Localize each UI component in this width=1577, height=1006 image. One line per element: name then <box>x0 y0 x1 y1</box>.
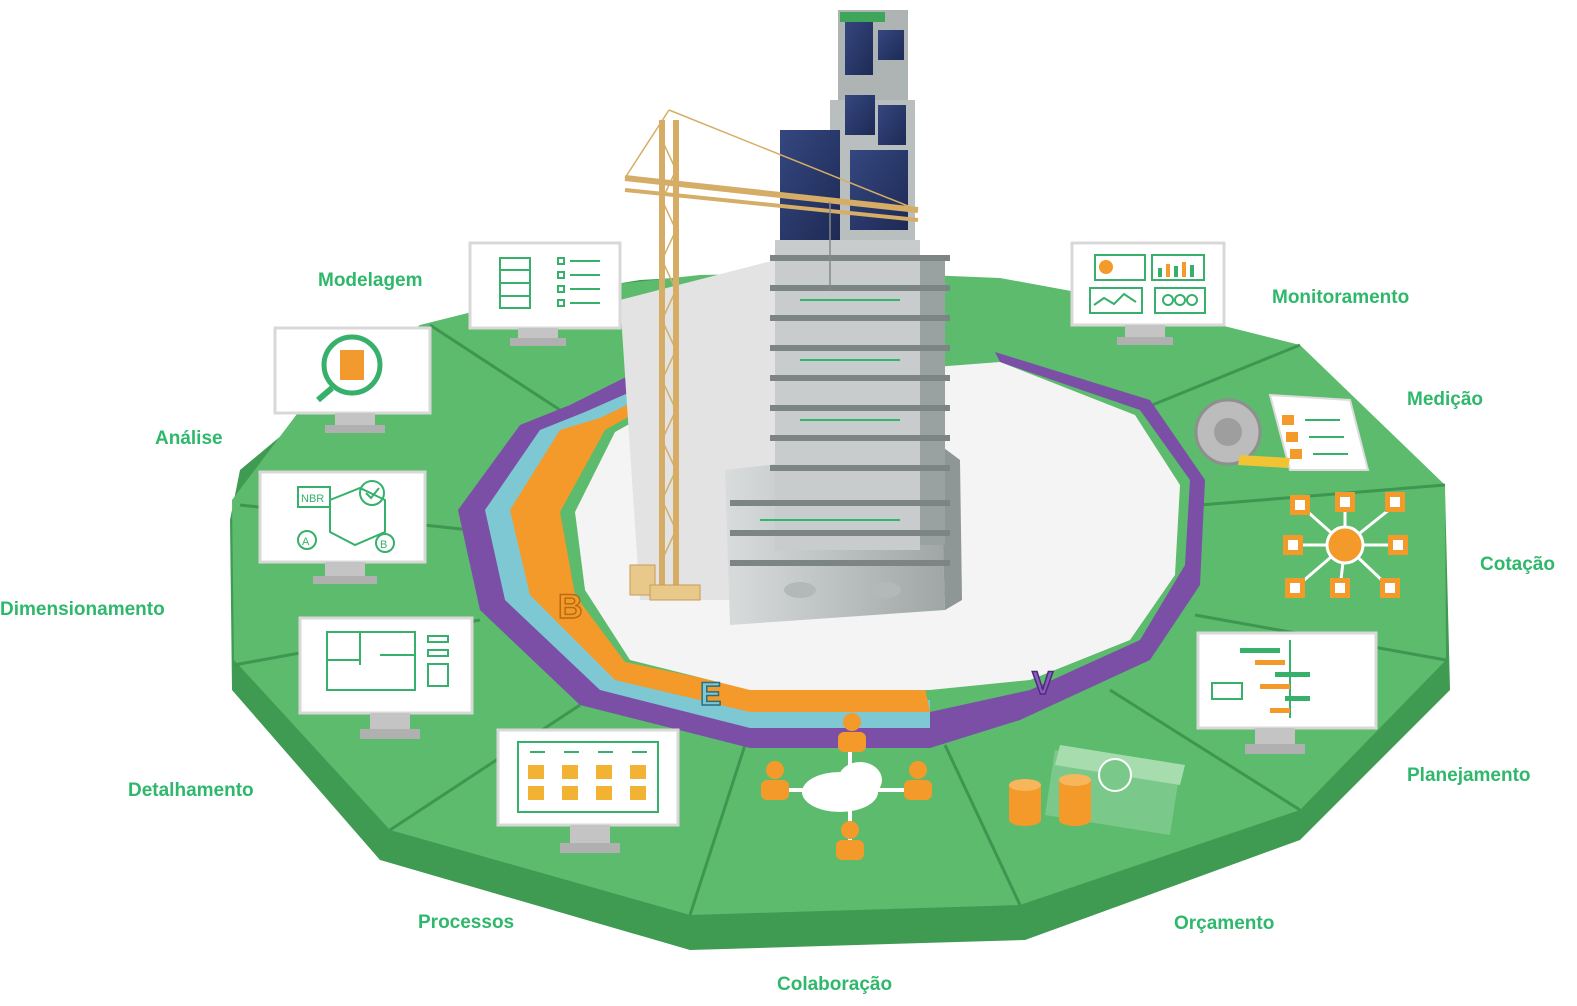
structure-check-icon: NBR A B <box>297 480 395 553</box>
stage-label-orcamento: Orçamento <box>1174 913 1275 934</box>
monitor-modelagem <box>468 241 622 346</box>
point-b-label: B <box>380 539 387 551</box>
money-coins-icon <box>1009 745 1185 835</box>
building-under-construction-icon <box>620 10 962 625</box>
supplier-network-icon <box>1283 492 1408 598</box>
stage-label-modelagem: Modelagem <box>318 270 423 291</box>
track-letter-third: V <box>1032 665 1054 701</box>
monitor-dimensionamento: NBR A B <box>258 470 427 584</box>
monitor-analise <box>273 326 432 433</box>
track-letter-second: E <box>700 676 721 712</box>
kanban-board-icon <box>517 741 659 813</box>
stage-label-monitoramento: Monitoramento <box>1272 287 1410 308</box>
stage-label-processos: Processos <box>418 912 515 933</box>
dashboard-icon <box>1089 254 1206 314</box>
gantt-chart-icon <box>1211 640 1310 718</box>
stage-label-analise: Análise <box>155 428 223 449</box>
tape-measure-checklist-icon <box>1194 393 1370 471</box>
monitor-processos <box>496 728 680 853</box>
floor-plan-icon <box>326 631 449 691</box>
stage-label-medicao: Medição <box>1407 389 1484 410</box>
track-letters: B E V <box>557 587 1055 713</box>
building-model-icon <box>499 257 600 309</box>
monitor-monitoramento <box>1070 241 1226 345</box>
track-letter-first: B <box>558 588 583 626</box>
cloud-collaboration-icon <box>761 713 932 860</box>
magnifier-building-icon <box>316 334 383 403</box>
stage-label-detalhamento: Detalhamento <box>128 780 254 801</box>
stage-label-dimensionamento: Dimensionamento <box>0 599 165 620</box>
stage-label-planejamento: Planejamento <box>1407 765 1531 786</box>
stage-label-cotacao: Cotação <box>1480 554 1555 575</box>
stage-label-colaboracao: Colaboração <box>777 974 893 995</box>
tower-crane-icon <box>624 109 919 601</box>
monitor-detalhamento <box>298 616 474 739</box>
monitor-planejamento <box>1196 631 1378 754</box>
point-a-label: A <box>302 536 310 548</box>
standard-label: NBR <box>301 493 324 505</box>
